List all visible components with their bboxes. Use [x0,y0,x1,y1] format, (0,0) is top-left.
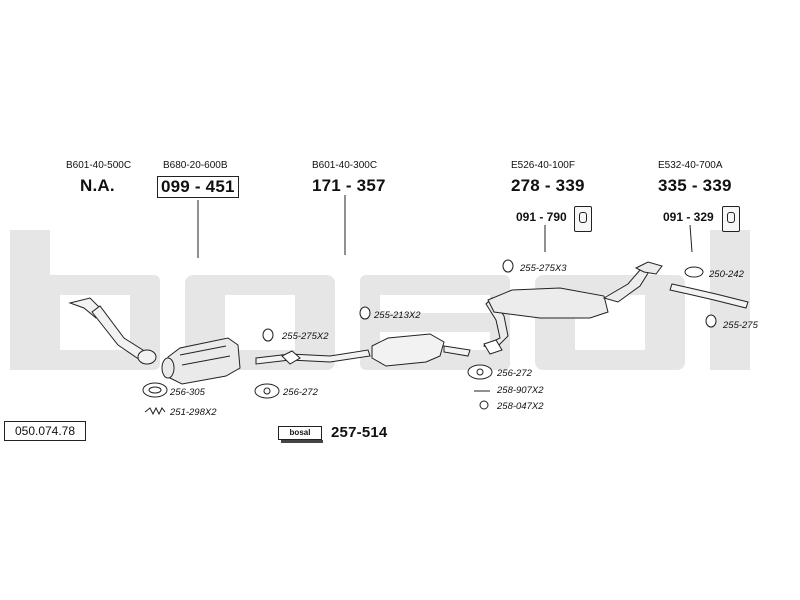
fitting-label: 251-298X2 [170,407,217,418]
hanger-part-rear: 091 - 790 [516,210,567,224]
part-number-middle-pipe: 171 - 357 [312,176,386,195]
part-number-tail-pipe: 335 - 339 [658,176,732,195]
part-code-catalytic-converter: B680-20-600B [163,160,228,171]
fitting-label: 256-272 [497,368,532,379]
fitting-label: 256-272 [283,387,318,398]
fitting-label: 256-305 [170,387,205,398]
part-code-middle-pipe: B601-40-300C [312,160,378,171]
rear-silencer [482,261,663,351]
leader-line [689,224,693,253]
part-code-tail-pipe: E532-40-700A [658,160,723,171]
fitting-label: 255-213X2 [374,310,421,321]
front-pipe [68,297,157,365]
part-number-catalytic-converter: 099 - 451 [157,176,239,198]
fitting-label: 250-242 [709,269,744,280]
fitting-label: 258-907X2 [497,385,544,396]
tail-pipe [669,283,749,309]
fitting-label: 255-275X3 [520,263,567,274]
rubber-hanger-icon [722,206,740,232]
catalytic-converter [161,337,241,385]
fitting-label: 255-275 [723,320,758,331]
part-code-front-pipe: B601-40-500C [66,160,132,171]
fittings [142,259,717,416]
reference-number: 050.074.78 [4,421,86,441]
part-number-rear-silencer: 278 - 339 [511,176,585,195]
middle-pipe [255,333,471,367]
fitting-label: 258-047X2 [497,401,544,412]
mounting-kit-part: 257-514 [331,424,388,441]
hanger-part-tail: 091 - 329 [663,210,714,224]
mounting-kit-badge: bosal [278,426,323,443]
rubber-hanger-icon [574,206,592,232]
part-number-front-pipe: N.A. [80,176,115,195]
part-code-rear-silencer: E526-40-100F [511,160,575,171]
fitting-label: 255-275X2 [282,331,329,342]
